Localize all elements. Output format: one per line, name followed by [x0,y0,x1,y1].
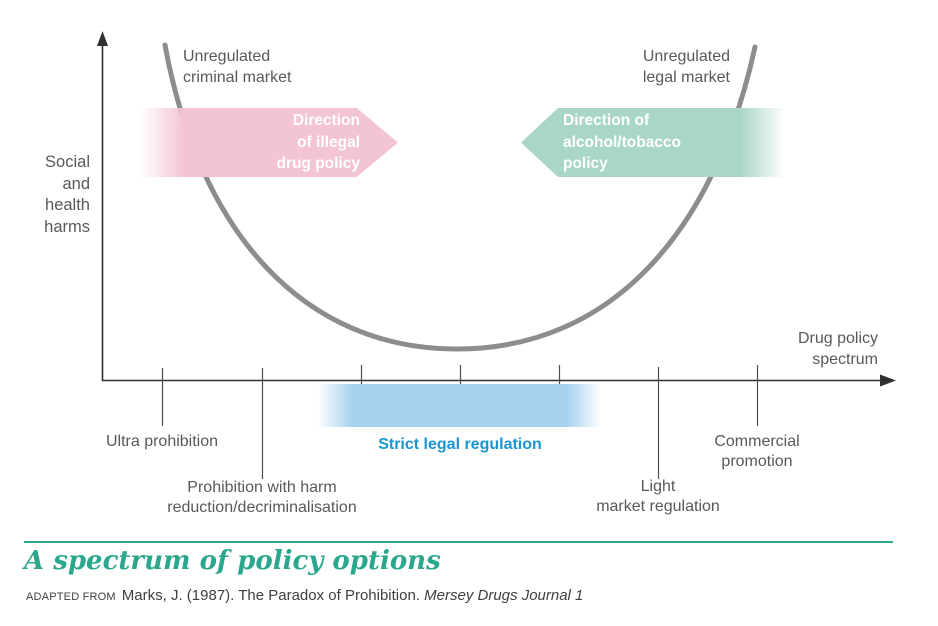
attribution-journal: Mersey Drugs Journal 1 [424,587,584,604]
arrow-line: Direction [292,112,360,130]
attribution-prefix: ADAPTED FROM [26,591,116,603]
harm-curve [162,42,758,352]
label-line: spectrum [812,351,878,368]
label-line: and [62,174,90,193]
tick-label-prohibition-harm-reduction: Prohibition with harm reduction/decrimin… [147,478,377,518]
label-line: Drug policy [797,330,878,347]
unregulated-criminal-market-label: Unregulated criminal market [183,46,291,88]
label-line: market regulation [596,498,720,515]
alcohol-tobacco-policy-arrow-label: Direction of alcohol/tobacco policy [521,110,785,175]
tick-label-ultra-prohibition: Ultra prohibition [82,432,242,452]
label-line: Strict legal regulation [378,436,542,453]
y-axis [97,31,108,381]
tick-label-light-market-regulation: Light market regulation [558,477,758,517]
label-line: harms [44,217,90,236]
label-line: criminal market [183,69,292,86]
x-axis-ticks [161,365,759,479]
label-line: Unregulated [183,48,271,65]
x-axis-arrowhead-icon [880,374,896,387]
label-line: Unregulated [642,48,730,65]
footer-divider [24,541,893,543]
tick-label-strict-legal-regulation: Strict legal regulation [360,435,560,455]
illegal-drug-policy-arrow: Direction of illegal drug policy [140,108,398,177]
attribution-citation: Marks, J. (1987). The Paradox of Prohibi… [121,587,420,604]
tick-label-commercial-promotion: Commercial promotion [682,432,832,472]
y-axis-title: Social and health harms [18,152,90,238]
arrow-line: drug policy [276,155,360,173]
label-line: Prohibition with harm [187,479,337,496]
alcohol-tobacco-policy-arrow: Direction of alcohol/tobacco policy [521,108,785,177]
label-line: reduction/decriminalisation [167,499,357,516]
source-attribution: ADAPTED FROM Marks, J. (1987). The Parado… [26,587,906,604]
chart-title: A spectrum of policy options [24,546,441,576]
label-line: legal market [642,69,730,86]
illegal-drug-policy-arrow-label: Direction of illegal drug policy [140,110,398,175]
unregulated-legal-market-label: Unregulated legal market [570,46,730,88]
arrow-line: alcohol/tobacco [563,133,681,151]
x-axis-title: Drug policy spectrum [756,328,878,370]
arrow-line: of illegal [297,133,360,151]
y-axis-arrowhead-icon [97,31,108,46]
x-axis [102,374,896,387]
strict-legal-regulation-highlight-band [318,384,601,427]
label-line: promotion [721,453,793,470]
arrow-line: policy [563,155,608,173]
label-line: Commercial [714,433,800,450]
label-line: Ultra prohibition [105,433,219,450]
label-line: Social [45,153,90,171]
arrow-line: Direction of [563,112,650,130]
label-line: Light [640,478,676,495]
label-line: health [45,196,90,214]
